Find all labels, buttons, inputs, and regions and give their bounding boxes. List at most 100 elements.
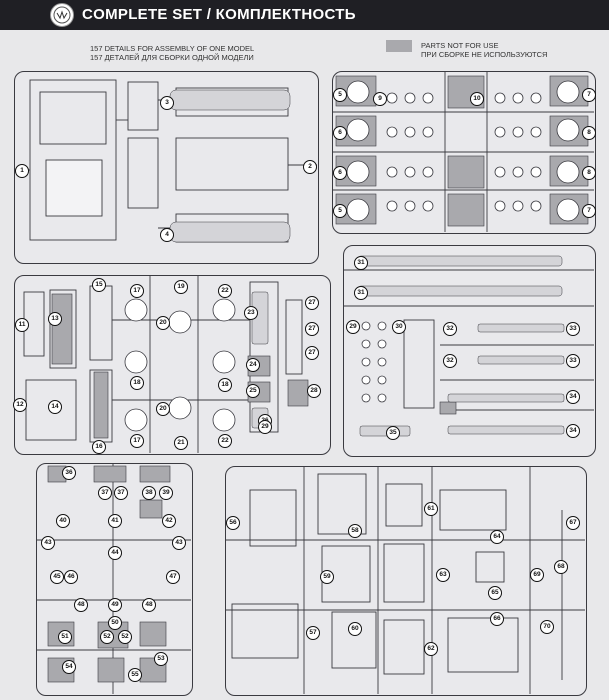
part-callout: 29 (346, 320, 360, 334)
part-callout: 20 (156, 402, 170, 416)
part-callout: 22 (218, 284, 232, 298)
part-callout: 34 (566, 390, 580, 404)
part-callout: 5 (333, 204, 347, 218)
part-callout: 69 (530, 568, 544, 582)
part-callout: 46 (64, 570, 78, 584)
part-callout: 33 (566, 354, 580, 368)
part-callout: 43 (172, 536, 186, 550)
part-callout: 4 (160, 228, 174, 242)
part-callout: 19 (174, 280, 188, 294)
part-callout: 27 (305, 296, 319, 310)
part-callout: 39 (159, 486, 173, 500)
part-callout: 52 (118, 630, 132, 644)
part-callout: 45 (50, 570, 64, 584)
part-callout: 68 (554, 560, 568, 574)
part-callout: 27 (305, 346, 319, 360)
part-callout: 53 (154, 652, 168, 666)
part-callout: 31 (354, 256, 368, 270)
part-callout: 13 (48, 312, 62, 326)
part-callout: 66 (490, 612, 504, 626)
part-callout: 52 (100, 630, 114, 644)
part-callout: 47 (166, 570, 180, 584)
part-callout: 27 (305, 322, 319, 336)
part-callout: 2 (303, 160, 317, 174)
part-callout: 6 (333, 166, 347, 180)
part-callout: 7 (582, 204, 596, 218)
parts-count-ru: 157 ДЕТАЛЕЙ ДЛЯ СБОРКИ ОДНОЙ МОДЕЛИ (90, 53, 254, 62)
part-callout: 31 (354, 286, 368, 300)
part-callout: 10 (470, 92, 484, 106)
part-callout: 42 (162, 514, 176, 528)
part-callout: 50 (108, 616, 122, 630)
part-callout: 62 (424, 642, 438, 656)
unused-parts-en: PARTS NOT FOR USE (421, 41, 499, 50)
unused-parts-ru: ПРИ СБОРКЕ НЕ ИСПОЛЬЗУЮТСЯ (421, 50, 548, 59)
part-callout: 40 (56, 514, 70, 528)
part-callout: 51 (58, 630, 72, 644)
part-callout: 54 (62, 660, 76, 674)
part-callout: 36 (62, 466, 76, 480)
part-callout: 24 (246, 358, 260, 372)
part-callout: 3 (160, 96, 174, 110)
parts-count-en: 157 DETAILS FOR ASSEMBLY OF ONE MODEL (90, 44, 255, 53)
part-callout: 67 (566, 516, 580, 530)
part-callout: 17 (130, 284, 144, 298)
part-callout: 70 (540, 620, 554, 634)
part-callout: 58 (348, 524, 362, 538)
part-callout: 9 (373, 92, 387, 106)
part-callout: 8 (582, 166, 596, 180)
part-callout: 59 (320, 570, 334, 584)
page-title: COMPLETE SET / КОМПЛЕКТНОСТЬ (82, 6, 356, 23)
sprue-d (343, 245, 596, 457)
part-callout: 18 (130, 376, 144, 390)
part-callout: 48 (74, 598, 88, 612)
part-callout: 41 (108, 514, 122, 528)
part-callout: 6 (333, 126, 347, 140)
part-callout: 17 (130, 434, 144, 448)
unused-parts-swatch (386, 40, 412, 52)
part-callout: 22 (218, 434, 232, 448)
part-callout: 34 (566, 424, 580, 438)
part-callout: 49 (108, 598, 122, 612)
part-callout: 37 (98, 486, 112, 500)
part-callout: 64 (490, 530, 504, 544)
part-callout: 35 (386, 426, 400, 440)
part-callout: 44 (108, 546, 122, 560)
part-callout: 30 (392, 320, 406, 334)
part-callout: 28 (307, 384, 321, 398)
part-callout: 1 (15, 164, 29, 178)
part-callout: 32 (443, 354, 457, 368)
part-callout: 14 (48, 400, 62, 414)
part-callout: 60 (348, 622, 362, 636)
unused-parts-text: PARTS NOT FOR USE ПРИ СБОРКЕ НЕ ИСПОЛЬЗУ… (421, 41, 547, 59)
part-callout: 37 (114, 486, 128, 500)
part-callout: 56 (226, 516, 240, 530)
brand-logo-icon (50, 3, 74, 27)
part-callout: 25 (246, 384, 260, 398)
part-callout: 16 (92, 440, 106, 454)
part-callout: 38 (142, 486, 156, 500)
part-callout: 32 (443, 322, 457, 336)
part-callout: 18 (218, 378, 232, 392)
part-callout: 8 (582, 126, 596, 140)
part-callout: 33 (566, 322, 580, 336)
part-callout: 23 (244, 306, 258, 320)
part-callout: 21 (174, 436, 188, 450)
part-callout: 20 (156, 316, 170, 330)
parts-count-note: 157 DETAILS FOR ASSEMBLY OF ONE MODEL 15… (90, 44, 254, 62)
part-callout: 43 (41, 536, 55, 550)
part-callout: 11 (15, 318, 29, 332)
part-callout: 48 (142, 598, 156, 612)
part-callout: 29 (258, 420, 272, 434)
part-callout: 57 (306, 626, 320, 640)
part-callout: 63 (436, 568, 450, 582)
part-callout: 15 (92, 278, 106, 292)
header-bar: COMPLETE SET / КОМПЛЕКТНОСТЬ (0, 0, 609, 30)
part-callout: 61 (424, 502, 438, 516)
part-callout: 5 (333, 88, 347, 102)
part-callout: 12 (13, 398, 27, 412)
part-callout: 55 (128, 668, 142, 682)
part-callout: 65 (488, 586, 502, 600)
part-callout: 7 (582, 88, 596, 102)
